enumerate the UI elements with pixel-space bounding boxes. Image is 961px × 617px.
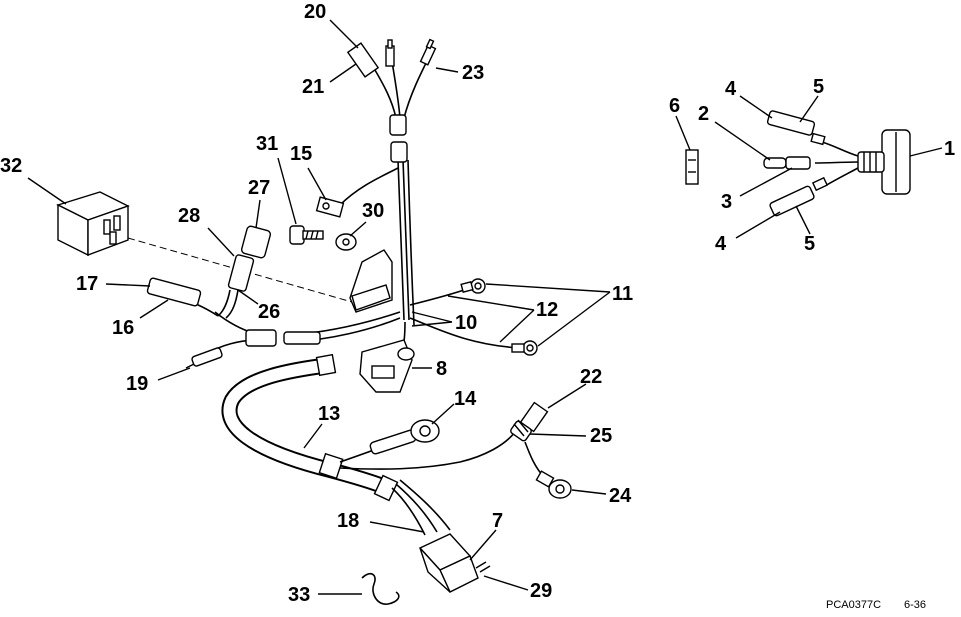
callout-16: 16 (112, 317, 134, 339)
callout-26: 26 (258, 301, 280, 323)
relay-32 (56, 191, 130, 257)
ring-terminal-14 (369, 419, 440, 455)
callout-6: 6 (669, 95, 680, 117)
connector-27 (227, 225, 272, 292)
callout-8: 8 (436, 358, 447, 380)
callout-15: 15 (290, 143, 312, 165)
ring-terminal-24 (535, 470, 572, 499)
callout-4-upper: 4 (725, 78, 737, 100)
trunk-sleeves (389, 114, 408, 163)
figure-code: PCA0377C (826, 599, 881, 611)
callout-20: 20 (304, 1, 326, 23)
main-cable-13 (221, 353, 399, 502)
washer-30 (335, 233, 357, 251)
bullet-connector-19 (185, 347, 223, 369)
plug-connector-7 (418, 533, 491, 593)
connector-20 (346, 42, 380, 78)
callout-5-upper: 5 (813, 76, 824, 98)
page-number: 6-36 (904, 599, 926, 611)
ground-leads (339, 431, 546, 479)
callout-11: 11 (612, 283, 633, 305)
callout-2: 2 (698, 103, 709, 125)
callout-3: 3 (721, 191, 732, 213)
ring-terminal-15 (315, 196, 345, 218)
mounting-bracket-8 (349, 249, 415, 393)
callout-30: 30 (362, 200, 384, 222)
callout-25: 25 (590, 425, 612, 447)
bullet-connectors-23 (385, 38, 437, 67)
callout-18: 18 (337, 510, 359, 532)
switch-1 (857, 129, 911, 195)
callout-12: 12 (536, 299, 558, 321)
callout-27: 27 (248, 177, 270, 199)
callout-29: 29 (530, 580, 552, 602)
callout-1: 1 (944, 138, 955, 160)
connector-17 (146, 277, 202, 307)
callout-32: 32 (0, 155, 22, 177)
leader-lines (27, 19, 943, 595)
callout-7: 7 (492, 510, 503, 532)
switch-connector-5-upper (766, 110, 826, 146)
callout-23: 23 (462, 62, 484, 84)
connector-22 (510, 401, 549, 442)
clip-33 (361, 572, 400, 605)
callout-31: 31 (256, 133, 278, 155)
switch-connector-2 (763, 156, 811, 170)
callout-13: 13 (318, 403, 340, 425)
callout-24: 24 (609, 485, 632, 507)
callout-numbers: 1 2 3 4 4 5 5 6 7 8 10 11 12 13 14 15 16… (0, 1, 955, 606)
callout-5-lower: 5 (804, 233, 815, 255)
callout-14: 14 (454, 388, 477, 410)
callout-21: 21 (302, 76, 324, 98)
plug-leads (391, 479, 451, 536)
callout-28: 28 (178, 205, 200, 227)
ring-terminals-11 (460, 278, 538, 356)
callout-19: 19 (126, 373, 148, 395)
callout-33: 33 (288, 584, 310, 606)
callout-10: 10 (455, 312, 477, 334)
harness-sleeve (245, 329, 321, 347)
switch-connector-5-lower (769, 176, 829, 217)
callout-4-lower: 4 (715, 233, 727, 255)
callout-17: 17 (76, 273, 98, 295)
spacer-6 (685, 149, 699, 185)
screw-31 (289, 225, 324, 245)
callout-22: 22 (580, 366, 602, 388)
